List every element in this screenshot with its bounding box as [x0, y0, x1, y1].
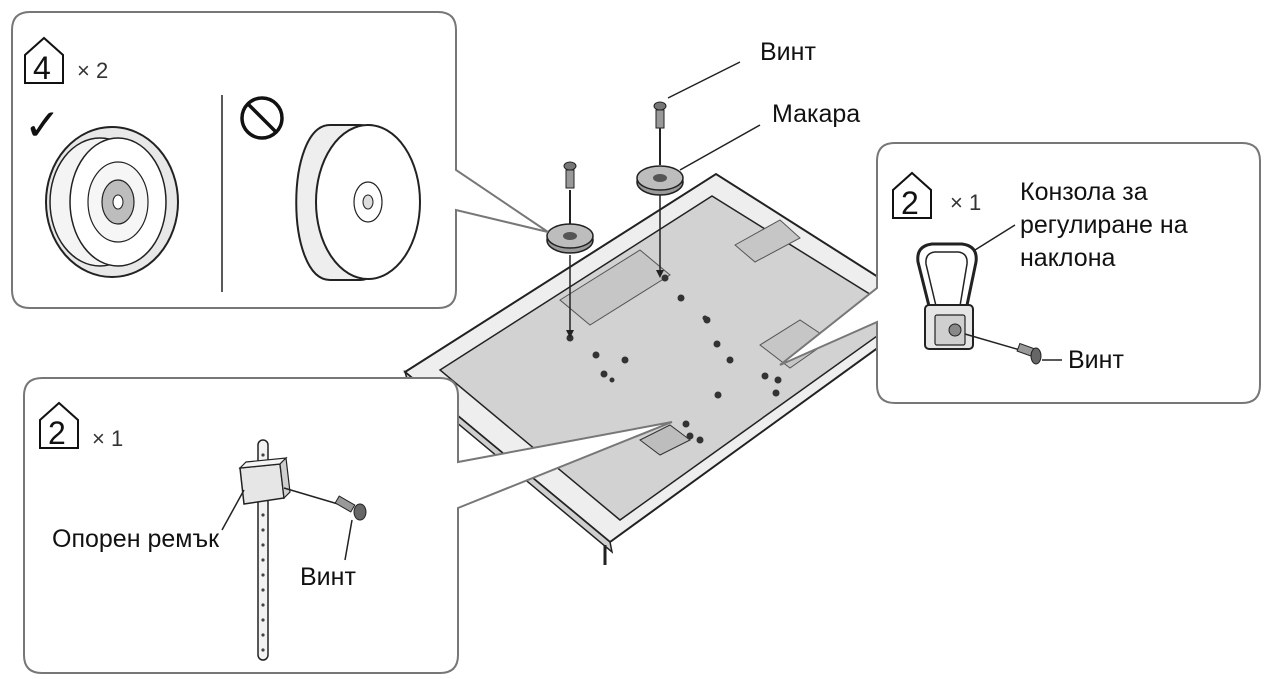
pulley-label: Макара [772, 100, 860, 128]
bracket-label-line1: Конзола за [1020, 178, 1148, 206]
panel-bracket: 2 × 1 Конзола за регулиране на наклона В… [779, 142, 1261, 404]
pulley-correct-orientation [45, 126, 179, 278]
prohibited-icon [240, 96, 284, 140]
check-mark-icon: ✓ [24, 100, 61, 151]
belt-screw [334, 495, 367, 521]
quantity-label: × 2 [77, 58, 108, 83]
pulley-1 [546, 161, 594, 254]
quantity-label: × 1 [92, 426, 123, 451]
belt-screw-label: Винт [300, 563, 356, 591]
screw-leader-line [667, 61, 741, 99]
pulley-2 [636, 101, 684, 196]
panel-pulley: 4 × 2 ✓ [11, 11, 549, 309]
bracket-screw-label: Винт [1068, 346, 1124, 374]
belt-label: Опорен ремък [52, 525, 220, 553]
bracket-screw [1016, 342, 1042, 365]
panel-belt: 2 × 1 Винт Опорен ремък [23, 377, 673, 674]
bracket-label-line2: регулиране на [1020, 211, 1188, 239]
tv-back-illustration [403, 172, 932, 565]
tilt-bracket [916, 242, 978, 350]
pulley-wrong-orientation [295, 124, 421, 281]
quantity-label: × 1 [950, 190, 981, 215]
pulley-leader-line [679, 124, 761, 171]
screw-label-top: Винт [760, 38, 816, 66]
part-number-badge: 4 [33, 50, 51, 86]
part-number-badge: 2 [48, 415, 66, 451]
part-number-badge: 2 [901, 185, 919, 221]
bracket-label-line3: наклона [1020, 244, 1116, 272]
